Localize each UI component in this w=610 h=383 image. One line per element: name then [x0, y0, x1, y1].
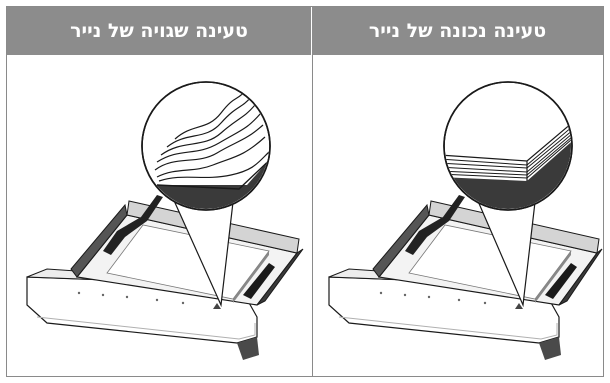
paper-tray	[329, 195, 602, 360]
correct-loading-panel	[313, 55, 603, 376]
incorrect-loading-header: טעינה שגויה של נייר	[7, 7, 312, 55]
incorrect-loading-title: טעינה שגויה של נייר	[70, 20, 248, 42]
correct-tray-illustration	[313, 55, 603, 376]
incorrect-tray-illustration	[7, 55, 312, 376]
figure-frame: טעינה שגויה של נייר טעינה נכונה של נייר	[6, 6, 604, 377]
incorrect-loading-panel	[7, 55, 312, 376]
correct-loading-title: טעינה נכונה של נייר	[369, 20, 546, 42]
paper-tray	[27, 195, 303, 360]
correct-loading-header: טעינה נכונה של נייר	[312, 7, 603, 55]
